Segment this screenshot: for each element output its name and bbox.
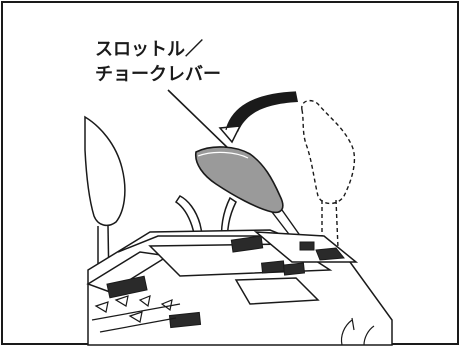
callout-label-line-2: チョークレバー: [95, 64, 221, 85]
lever-alternate-position-outline: [301, 99, 356, 252]
console-symbols: [91, 295, 181, 333]
callout-label-line-1: スロットル／: [95, 39, 203, 60]
callout-leader-line: [167, 89, 233, 153]
console-base-curves: [340, 317, 375, 346]
console-indicator-panels: [106, 235, 345, 329]
curved-arrow-icon: [218, 91, 298, 144]
